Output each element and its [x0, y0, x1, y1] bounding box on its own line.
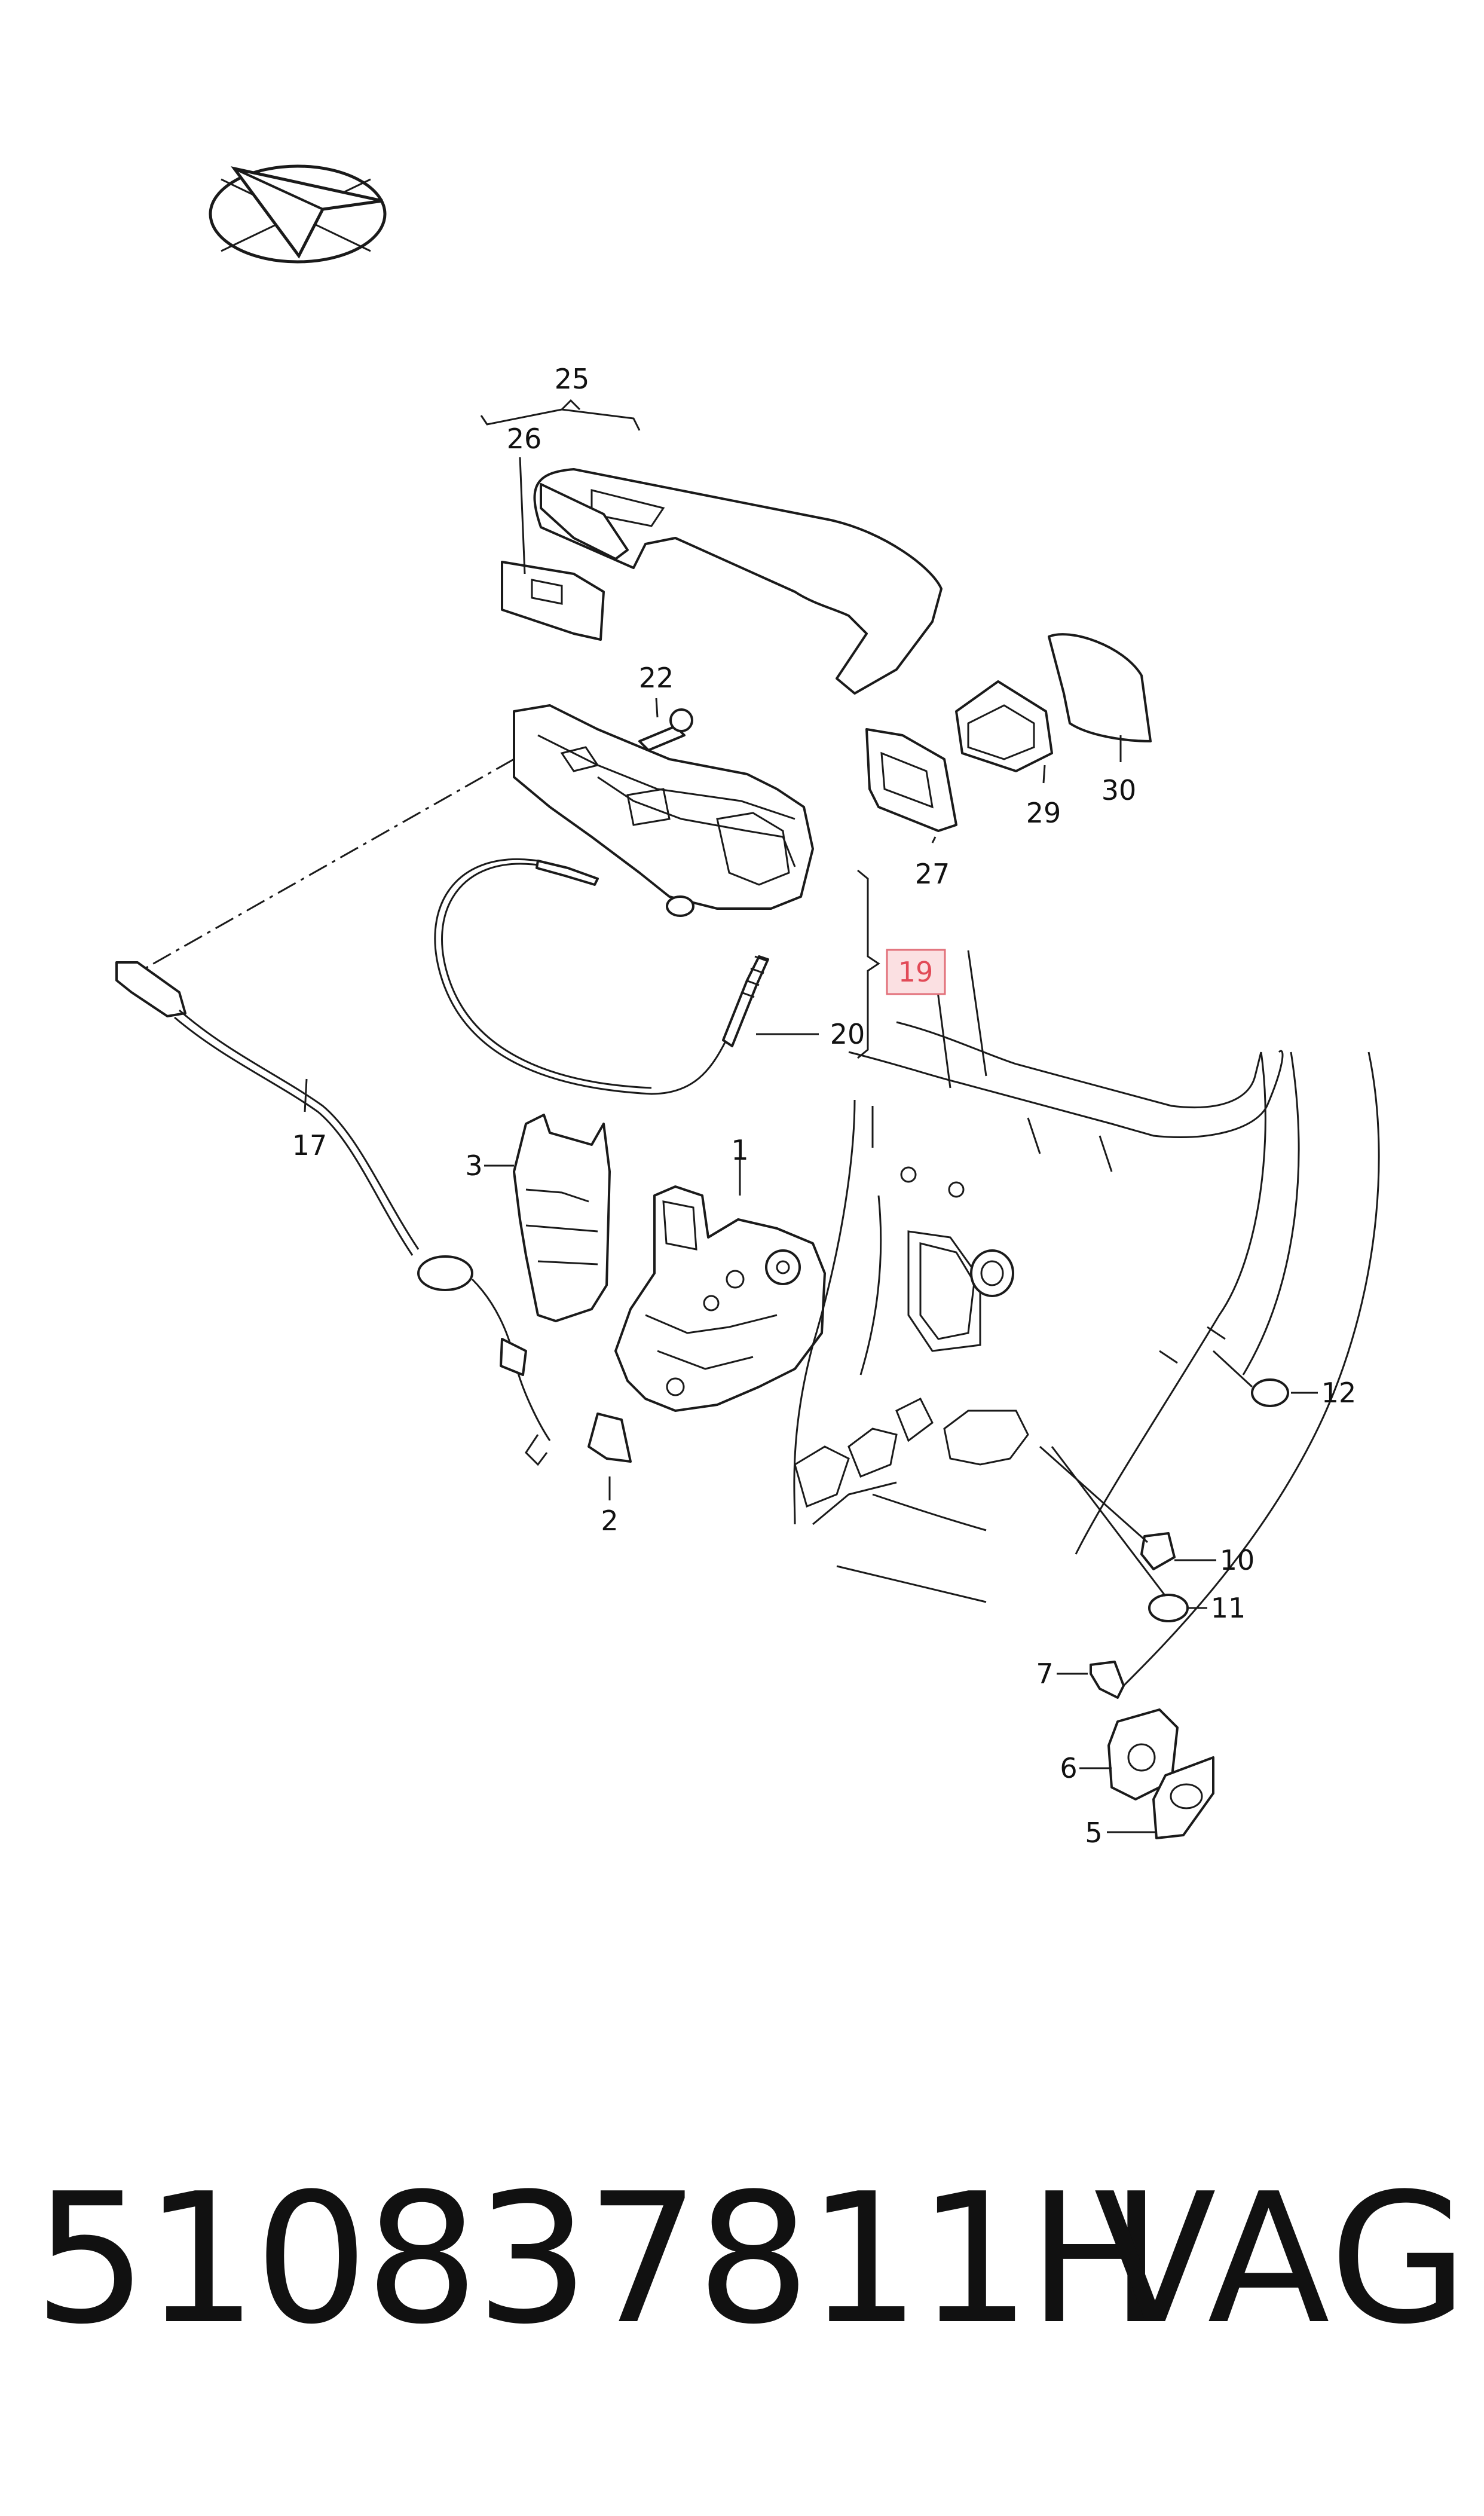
label-12: 12 — [1321, 1377, 1357, 1409]
label-20: 20 — [830, 1018, 865, 1050]
label-30: 30 — [1101, 774, 1137, 806]
label-3: 3 — [465, 1150, 482, 1182]
plug-part-12 — [1212, 1350, 1289, 1407]
connection-line — [134, 758, 515, 976]
label-6: 6 — [1060, 1752, 1077, 1784]
label-1: 1 — [731, 1134, 748, 1166]
highlight-box-19 — [886, 949, 946, 995]
label-25: 25 — [555, 363, 590, 395]
screw-part-22 — [638, 708, 693, 751]
part-number: 510837811H — [33, 2155, 1162, 2364]
gasket-part-27 — [865, 728, 957, 832]
insert-part-29 — [955, 680, 1053, 772]
label-17: 17 — [292, 1129, 328, 1161]
label-11: 11 — [1211, 1592, 1246, 1624]
label-5: 5 — [1085, 1817, 1102, 1849]
striker-part-6 — [1107, 1708, 1179, 1800]
cable-part-20 — [434, 858, 769, 1095]
direction-logo-icon — [209, 164, 387, 264]
bolt-part-10 — [1039, 1445, 1176, 1570]
label-10: 10 — [1220, 1544, 1255, 1576]
leader-lines — [304, 399, 1318, 1833]
bracket-19 — [857, 869, 880, 1059]
label-7: 7 — [1036, 1658, 1053, 1690]
cap-part-30 — [1048, 633, 1152, 742]
label-19: 19 — [898, 956, 934, 988]
door-frame — [793, 950, 1380, 1687]
label-29: 29 — [1026, 797, 1061, 829]
bolt-part-7 — [1090, 1661, 1125, 1699]
label-27: 27 — [915, 858, 950, 890]
handle-bracket-part-19 — [513, 704, 814, 917]
label-26: 26 — [507, 423, 542, 455]
plate-part-5 — [1152, 1756, 1214, 1839]
label-22: 22 — [639, 662, 674, 694]
handle-trim-part-26 — [501, 561, 605, 641]
door-handle-part-25 — [533, 468, 943, 695]
label-2: 2 — [601, 1505, 618, 1537]
cover-part-3 — [513, 1114, 611, 1322]
lock-part-1 — [614, 1185, 826, 1412]
brand-name: VAG — [1094, 2155, 1471, 2364]
cable-part-17 — [115, 961, 551, 1466]
pad-part-2 — [588, 1413, 632, 1463]
